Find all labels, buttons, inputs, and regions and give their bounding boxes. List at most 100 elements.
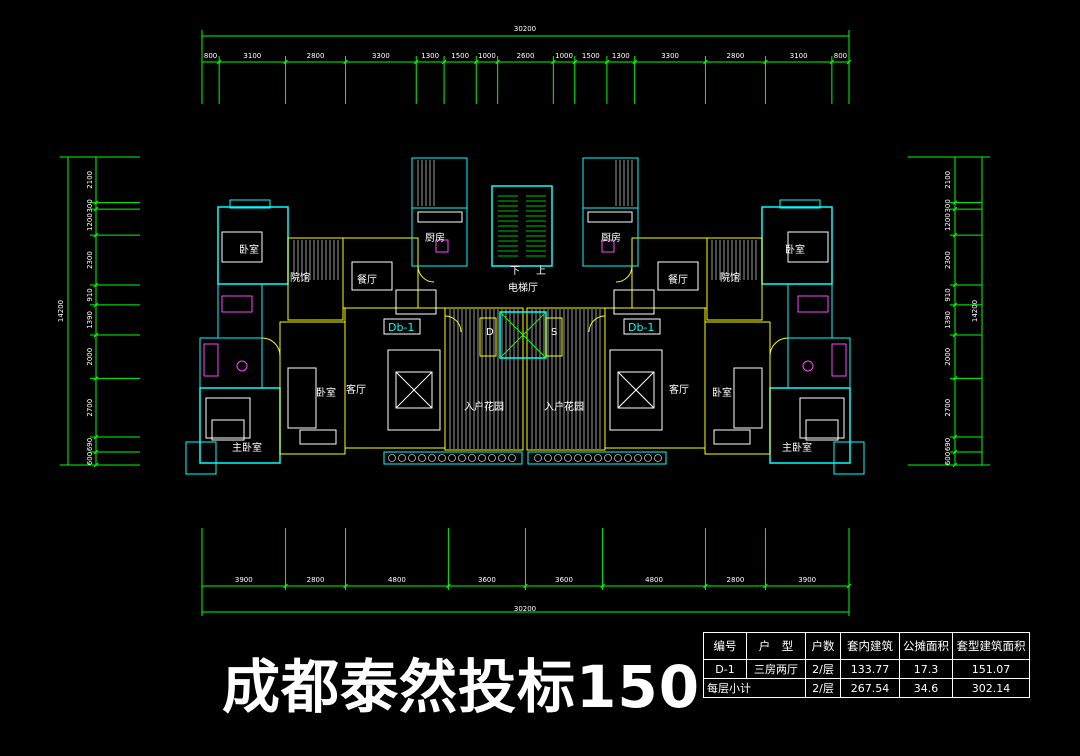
- railing-mark: [564, 454, 572, 462]
- railing-mark: [488, 454, 496, 462]
- right-dim-tick-mark: [952, 449, 958, 455]
- table-cell: 151.07: [952, 659, 1030, 679]
- unit-tag-right: Db-1: [628, 321, 654, 334]
- wall-kitchen: [411, 207, 468, 267]
- bottom-dim-label: 4800: [645, 576, 663, 584]
- left-dim-label: 600: [86, 452, 94, 465]
- left-dim-label: 1390: [86, 311, 94, 329]
- toilet: [802, 360, 814, 372]
- railing-mark: [544, 454, 552, 462]
- table-row: D-1 三房两厅 2/层 133.77 17.3 151.07: [703, 659, 1030, 679]
- table-cell: 133.77: [840, 659, 900, 679]
- right-dim-label: 1390: [944, 311, 952, 329]
- kitchen-sink: [435, 239, 449, 253]
- elevator-x: [499, 311, 547, 359]
- left-dim-label: 2000: [86, 348, 94, 366]
- stair-shaft: [491, 185, 553, 267]
- railing-mark: [468, 454, 476, 462]
- table-cell: 34.6: [899, 678, 953, 698]
- right-dimension-chain: [908, 156, 990, 468]
- top-dim-label: 3100: [790, 52, 808, 60]
- toilet: [236, 360, 248, 372]
- wall-kitchen: [582, 207, 639, 267]
- bathtub: [831, 343, 847, 377]
- label-entry-garden-left: 入户花园: [464, 400, 504, 413]
- bottom-dim-tick-mark: [763, 583, 768, 589]
- core: [479, 185, 563, 359]
- garden-hatch: [531, 309, 601, 449]
- door-arc: [444, 315, 462, 333]
- window-bedroom: [229, 199, 271, 209]
- right-dim-tick-mark: [952, 302, 958, 308]
- top-dim-tick-mark: [632, 59, 638, 65]
- cabinet: [299, 429, 337, 445]
- coffee-table: [395, 371, 433, 409]
- label-master-bedroom-right: 主卧室: [782, 441, 812, 454]
- railing-mark: [614, 454, 622, 462]
- left-dim-tick-mark: [93, 332, 99, 338]
- label-bedroom-left: 卧室: [239, 243, 259, 256]
- bottom-dim-tick-mark: [283, 583, 288, 589]
- balcony-strip: [527, 451, 667, 465]
- table-cell: 2/层: [805, 659, 841, 679]
- left-total-dimension: 14200: [57, 300, 65, 322]
- top-dim-tick-mark: [703, 59, 708, 65]
- top-dim-label: 3300: [661, 52, 679, 60]
- balcony-master: [185, 441, 217, 475]
- bottom-dim-label: 3600: [555, 576, 573, 584]
- top-dim-label: 1500: [451, 52, 469, 60]
- right-dim-label: 300: [944, 199, 952, 212]
- label-bedroom2-right: 卧室: [712, 386, 732, 399]
- wall-utility: [582, 157, 639, 209]
- right-dim-label: 2000: [944, 348, 952, 366]
- bottom-dim-label: 2800: [307, 576, 325, 584]
- left-dim-label: 2700: [86, 399, 94, 417]
- right-dim-label: 2100: [944, 171, 952, 189]
- table-cell: D-1: [703, 659, 747, 679]
- side-furniture: [395, 289, 437, 315]
- left-dim-label: 1200: [86, 213, 94, 231]
- railing-mark: [498, 454, 506, 462]
- left-dim-label: 910: [86, 288, 94, 301]
- railing-mark: [448, 454, 456, 462]
- master-bed: [799, 397, 845, 439]
- master-pillow: [805, 419, 839, 441]
- left-dim-tick-mark: [93, 376, 99, 381]
- right-dim-tick-mark: [952, 434, 958, 440]
- label-dining-right: 餐厅: [668, 273, 688, 286]
- wall-garden: [444, 307, 524, 451]
- study-hatch: [711, 240, 757, 280]
- header-cell: 户 型: [746, 632, 806, 660]
- door-arc: [588, 315, 606, 333]
- right-dim-tick-mark: [952, 282, 958, 288]
- header-cell: 公摊面积: [899, 632, 953, 660]
- top-dim-tick-mark: [283, 59, 288, 65]
- railing-mark: [388, 454, 396, 462]
- railing-mark: [594, 454, 602, 462]
- top-dim-tick-mark: [846, 59, 852, 65]
- left-dim-tick-mark: [93, 302, 99, 308]
- bottom-dim-label: 2800: [727, 576, 745, 584]
- railing-mark: [554, 454, 562, 462]
- left-dimension-chain: [60, 156, 140, 468]
- top-dim-tick-mark: [216, 59, 222, 65]
- right-dim-label: 690: [944, 438, 952, 451]
- wall-dining: [631, 237, 708, 309]
- right-dim-label: 1200: [944, 213, 952, 231]
- cabinet: [713, 429, 751, 445]
- bottom-dim-label: 3900: [798, 576, 816, 584]
- railing-mark: [634, 454, 642, 462]
- top-dim-tick-mark: [473, 59, 479, 65]
- top-dim-label: 800: [834, 52, 847, 60]
- table-diag: [617, 371, 655, 409]
- label-dining-left: 餐厅: [357, 273, 377, 286]
- plan-walls: [185, 157, 865, 475]
- label-elevator-hall: 电梯厅: [508, 281, 538, 294]
- bottom-dim-tick-mark: [446, 583, 451, 589]
- unit-tag-left: Db-1: [388, 321, 414, 334]
- label-study-left: 院馆: [290, 271, 310, 284]
- right-dim-label: 2700: [944, 399, 952, 417]
- bottom-dim-tick-mark: [600, 583, 605, 589]
- right-dim-tick-mark: [952, 200, 958, 205]
